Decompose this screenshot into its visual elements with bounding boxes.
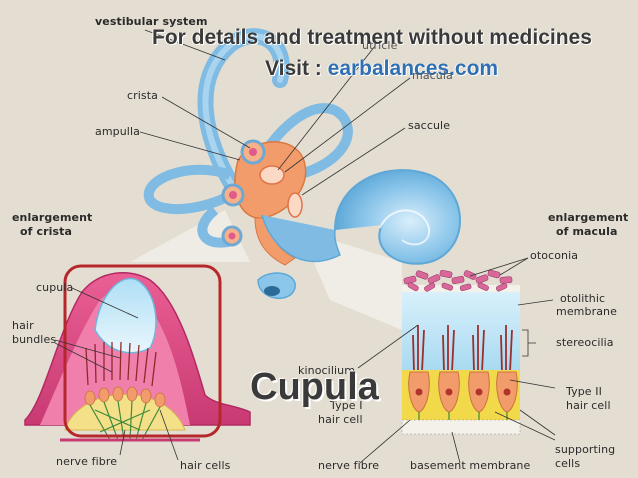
label-crista: crista xyxy=(127,89,159,102)
label-supporting-2: cells xyxy=(555,457,581,470)
hair-bundles xyxy=(85,341,157,387)
label-type1-2: hair cell xyxy=(318,413,363,426)
visit-label: Visit : xyxy=(265,57,328,80)
otoconia-crystals xyxy=(403,269,513,292)
label-enlargement-crista-2: of crista xyxy=(20,225,73,238)
nuclei xyxy=(415,388,511,396)
label-ampulla: ampulla xyxy=(95,125,140,138)
website-link[interactable]: earbalances.com xyxy=(327,57,499,80)
crista-enlargement xyxy=(24,271,251,442)
label-hair-bundles-1: hair xyxy=(12,319,34,332)
label-supporting-1: supporting xyxy=(555,443,616,456)
label-otolithic-2: membrane xyxy=(556,305,617,318)
label-type2-2: hair cell xyxy=(566,399,611,412)
vestibule xyxy=(234,141,307,266)
label-utricle: utricle xyxy=(362,39,398,52)
label-nerve-fibre-right: nerve fibre xyxy=(318,459,380,472)
stereocilia-bundles xyxy=(412,325,513,373)
label-nerve-fibre-left: nerve fibre xyxy=(56,455,118,468)
label-enlargement-macula-2: of macula xyxy=(556,225,618,238)
label-kinocilium: kinocilium xyxy=(298,364,356,377)
cupula-caption: Cupula xyxy=(250,366,379,408)
label-hair-bundles-2: bundles xyxy=(12,333,57,346)
cochlea xyxy=(257,169,461,299)
label-type2-1: Type II xyxy=(566,385,602,398)
leader-lines-right xyxy=(357,257,556,464)
macula-enlargement xyxy=(401,269,521,435)
cupula-highlight-box xyxy=(63,264,222,438)
leader-lines-top xyxy=(139,29,411,196)
banner-line-2: Visit : earbalances.com xyxy=(265,57,498,81)
semicircular-canals xyxy=(143,28,353,248)
label-basement-membrane: basement membrane xyxy=(410,459,531,472)
label-enlargement-crista-1: enlargement xyxy=(12,211,93,224)
label-enlargement-macula-1: enlargement xyxy=(548,211,629,224)
label-otoconia: otoconia xyxy=(530,249,579,262)
leader-lines-left xyxy=(54,287,179,461)
label-saccule: saccule xyxy=(408,119,451,132)
label-cupula-small: cupula xyxy=(36,281,74,294)
label-macula-top: macula xyxy=(412,69,453,82)
label-otolithic-1: otolithic xyxy=(560,292,606,305)
label-hair-cells: hair cells xyxy=(180,459,231,472)
banner-line-1: For details and treatment without medici… xyxy=(152,26,592,49)
ampullae xyxy=(221,139,266,247)
label-vestibular-system: vestibular system xyxy=(95,15,208,28)
label-stereocilia: stereocilia xyxy=(556,336,614,349)
hair-cells-crista xyxy=(84,386,166,408)
label-type1-1: Type I xyxy=(330,399,363,412)
